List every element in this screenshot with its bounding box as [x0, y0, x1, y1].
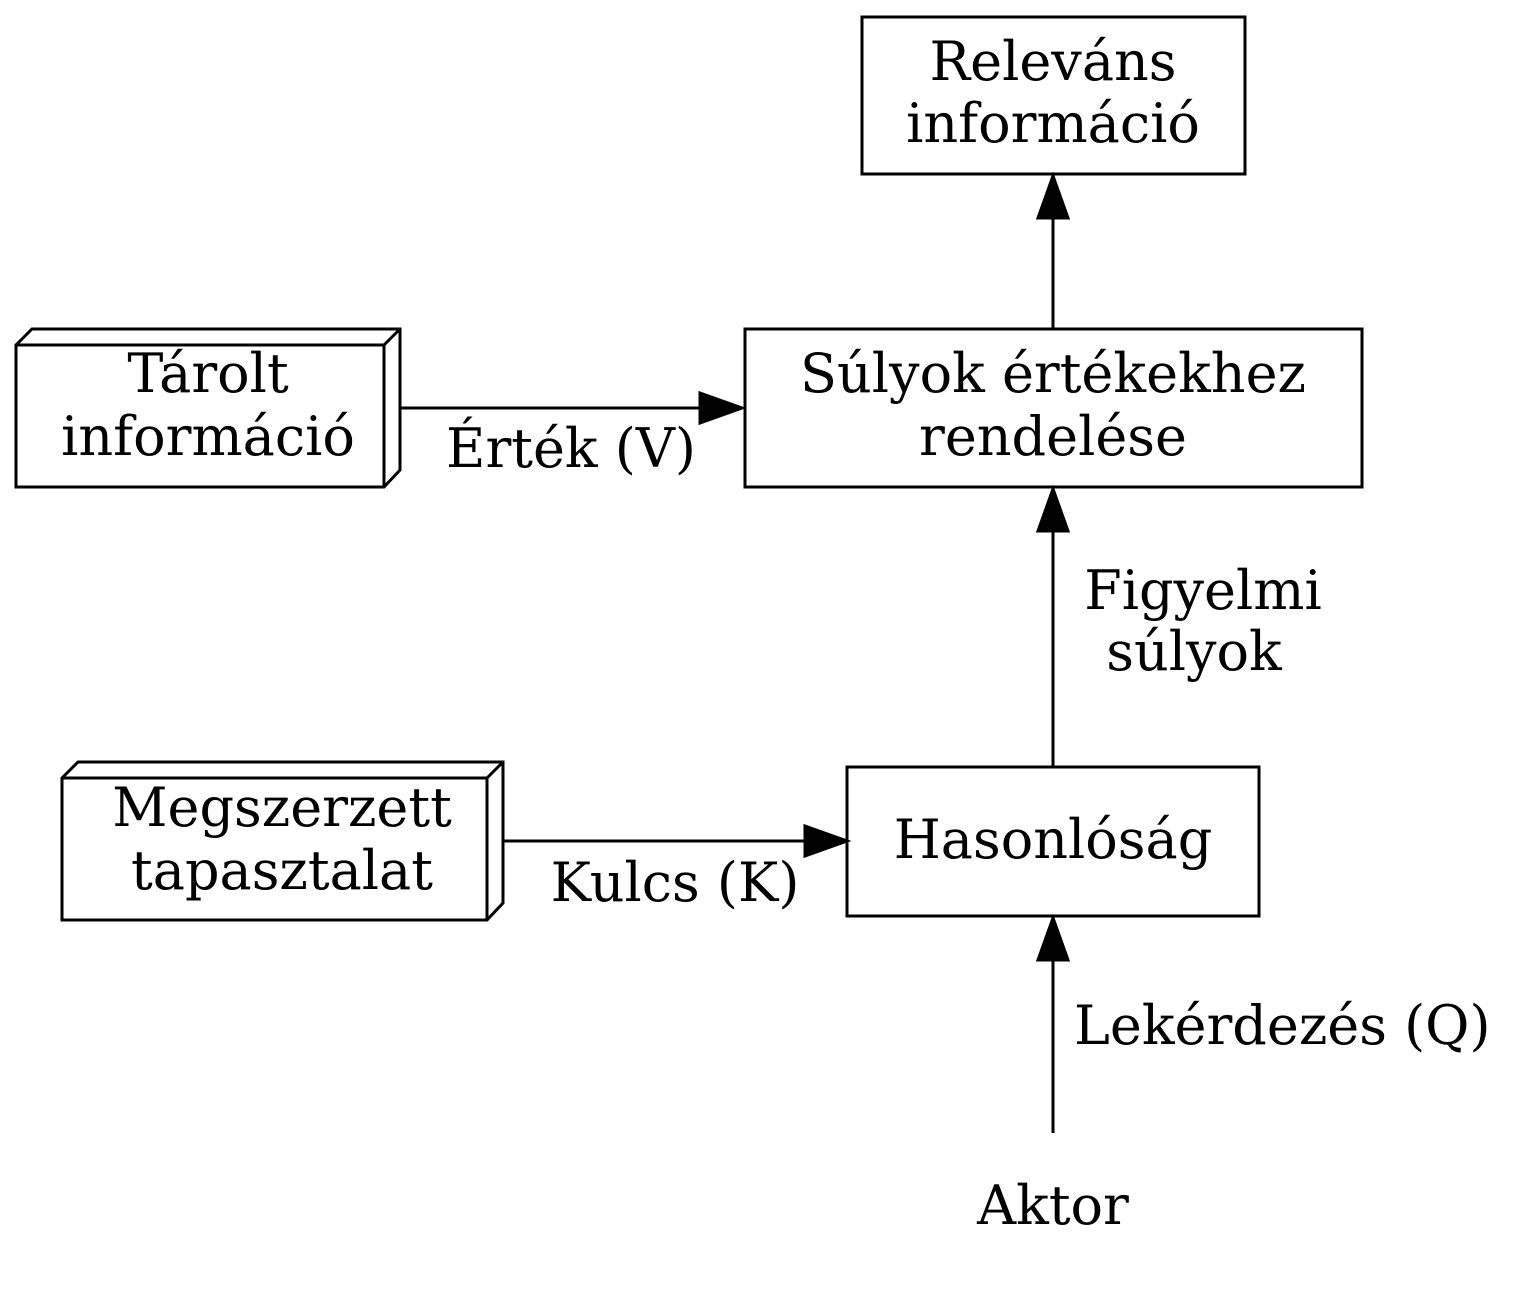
edge-value-label: Érték (V)	[446, 416, 696, 480]
node-weights-line1: Súlyok értékekhez	[800, 342, 1306, 405]
node-weights-line2: rendelése	[919, 405, 1187, 468]
node-stored-information: Tárolt információ	[14, 327, 402, 489]
node-acquired-line1: Megszerzett	[112, 776, 452, 839]
node-actor: Aktor	[976, 1174, 1129, 1237]
edge-query-label: Lekérdezés (Q)	[1074, 994, 1491, 1057]
node-relevant-information: Releváns információ	[860, 15, 1247, 176]
node-relevant-line2: információ	[906, 92, 1200, 155]
edge-value: Érték (V)	[400, 390, 747, 480]
node-acquired-experience: Megszerzett tapasztalat	[60, 760, 505, 922]
node-similarity: Hasonlóság	[845, 765, 1261, 918]
edge-weights-to-relevant	[1035, 171, 1071, 329]
node-weight-assignment: Súlyok értékekhez rendelése	[743, 327, 1364, 489]
node-acquired-line2: tapasztalat	[131, 839, 433, 902]
edge-attention-weights: Figyelmi súlyok	[1035, 484, 1322, 767]
edge-key-label: Kulcs (K)	[551, 851, 800, 914]
edge-key: Kulcs (K)	[503, 823, 852, 914]
node-stored-line2: információ	[61, 405, 355, 468]
node-relevant-line1: Releváns	[929, 30, 1176, 93]
edge-attention-line2: súlyok	[1106, 620, 1283, 683]
edge-query: Lekérdezés (Q)	[1035, 913, 1491, 1133]
edge-attention-line1: Figyelmi	[1084, 559, 1322, 622]
node-stored-line1: Tárolt	[127, 342, 289, 405]
node-similarity-label: Hasonlóság	[894, 808, 1213, 871]
